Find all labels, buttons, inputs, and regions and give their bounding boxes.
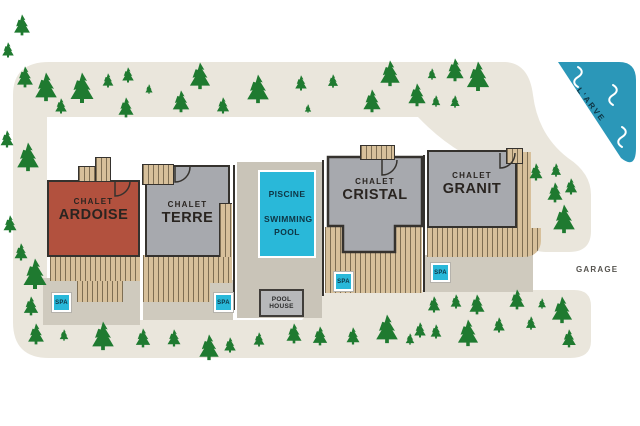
pine-tree-icon	[216, 97, 230, 114]
river-label: L'ARVE	[574, 86, 608, 124]
spa-3: SPA	[333, 271, 354, 292]
balcony-ardoise-1	[78, 166, 96, 182]
pine-tree-icon	[529, 163, 543, 181]
pine-tree-icon	[286, 323, 302, 344]
door-granit-icon	[499, 152, 516, 169]
spa-1-label: SPA	[55, 299, 68, 306]
pine-tree-icon	[405, 333, 415, 345]
pine-tree-icon	[525, 316, 537, 330]
pine-tree-icon	[427, 296, 441, 313]
door-cristal-icon	[381, 159, 398, 176]
pine-tree-icon	[450, 95, 460, 108]
pine-tree-icon	[553, 204, 575, 234]
divider-line-3	[423, 155, 425, 292]
pine-tree-icon	[70, 72, 94, 103]
pine-tree-icon	[466, 61, 490, 92]
pine-tree-icon	[17, 142, 39, 172]
spa-4: SPA	[430, 262, 451, 283]
pine-tree-icon	[493, 317, 505, 333]
pine-tree-icon	[312, 326, 328, 346]
divider-line-2	[322, 160, 324, 296]
pine-tree-icon	[23, 296, 39, 316]
pine-tree-icon	[2, 42, 14, 58]
deck-ardoise-extension	[77, 281, 123, 302]
pine-tree-icon	[363, 89, 381, 113]
spa-1: SPA	[51, 292, 72, 313]
pine-tree-icon	[446, 58, 464, 82]
door-terre-icon	[174, 166, 191, 183]
pine-tree-icon	[14, 243, 28, 261]
pine-tree-icon	[28, 323, 44, 345]
spa-2-label: SPA	[217, 299, 230, 306]
pine-tree-icon	[189, 62, 211, 90]
pine-tree-icon	[408, 83, 426, 107]
pine-tree-icon	[414, 322, 426, 338]
chalet-cristal-name: CRISTAL	[342, 187, 408, 203]
pine-tree-icon	[253, 332, 265, 347]
deck-terre	[143, 255, 232, 283]
pine-tree-icon	[92, 321, 114, 351]
chalet-terre	[145, 165, 230, 257]
pool-label-en: SWIMMING POOL	[264, 214, 313, 237]
deck-granit-column	[517, 152, 531, 228]
pine-tree-icon	[145, 84, 153, 94]
pine-tree-icon	[427, 68, 437, 80]
pine-tree-icon	[118, 97, 134, 118]
pine-tree-icon	[450, 294, 462, 309]
pine-tree-icon	[509, 289, 525, 310]
pine-tree-icon	[327, 74, 339, 88]
pine-tree-icon	[562, 329, 576, 348]
balcony-ardoise-2	[95, 157, 111, 182]
pine-tree-icon	[135, 328, 151, 348]
pine-tree-icon	[430, 324, 442, 339]
pine-tree-icon	[304, 104, 312, 113]
divider-line-1	[233, 165, 235, 310]
pine-tree-icon	[551, 296, 573, 324]
pine-tree-icon	[469, 294, 485, 315]
spa-2: SPA	[213, 292, 234, 313]
pine-tree-icon	[14, 14, 30, 36]
deck-terre-column	[219, 203, 232, 257]
river-waves	[573, 66, 627, 148]
pool-house: POOL HOUSE	[259, 289, 304, 317]
pine-tree-icon	[550, 163, 562, 177]
chalet-cristal-label: CHALET CRISTAL	[328, 177, 422, 203]
pine-tree-icon	[295, 75, 307, 91]
pine-tree-icon	[59, 329, 69, 341]
door-ardoise-icon	[114, 180, 131, 197]
pine-tree-icon	[346, 327, 360, 345]
pine-tree-icon	[3, 215, 17, 233]
pine-tree-icon	[122, 67, 134, 83]
pine-tree-icon	[457, 319, 479, 347]
pine-tree-icon	[172, 90, 190, 113]
pine-tree-icon	[0, 130, 14, 148]
deck-granit	[427, 228, 541, 257]
swimming-pool: PISCINE SWIMMING POOL	[258, 170, 316, 258]
pine-tree-icon	[199, 334, 219, 361]
garage-label: GARAGE	[576, 265, 619, 274]
pool-label-fr: PISCINE	[268, 189, 306, 199]
pine-tree-icon	[167, 329, 181, 347]
pine-tree-icon	[431, 95, 441, 107]
pine-tree-icon	[102, 73, 114, 88]
balcony-cristal	[360, 145, 395, 160]
pine-tree-icon	[376, 314, 398, 344]
spa-3-label: SPA	[337, 278, 350, 285]
pine-tree-icon	[538, 298, 546, 309]
pine-tree-icon	[35, 72, 57, 102]
deck-ardoise	[50, 255, 140, 281]
spa-4-label: SPA	[434, 269, 447, 276]
chalet-granit	[427, 150, 517, 228]
pine-tree-icon	[55, 98, 67, 114]
balcony-terre	[142, 164, 174, 185]
deck-terre-extension	[143, 283, 210, 302]
chalet-cristal-kind: CHALET	[355, 177, 395, 186]
pine-tree-icon	[547, 182, 563, 203]
pine-tree-icon	[380, 60, 400, 87]
pine-tree-icon	[224, 337, 236, 353]
pine-tree-icon	[17, 66, 33, 88]
pine-tree-icon	[247, 74, 269, 104]
pool-house-label: POOL HOUSE	[269, 296, 294, 310]
pine-tree-icon	[564, 178, 578, 195]
